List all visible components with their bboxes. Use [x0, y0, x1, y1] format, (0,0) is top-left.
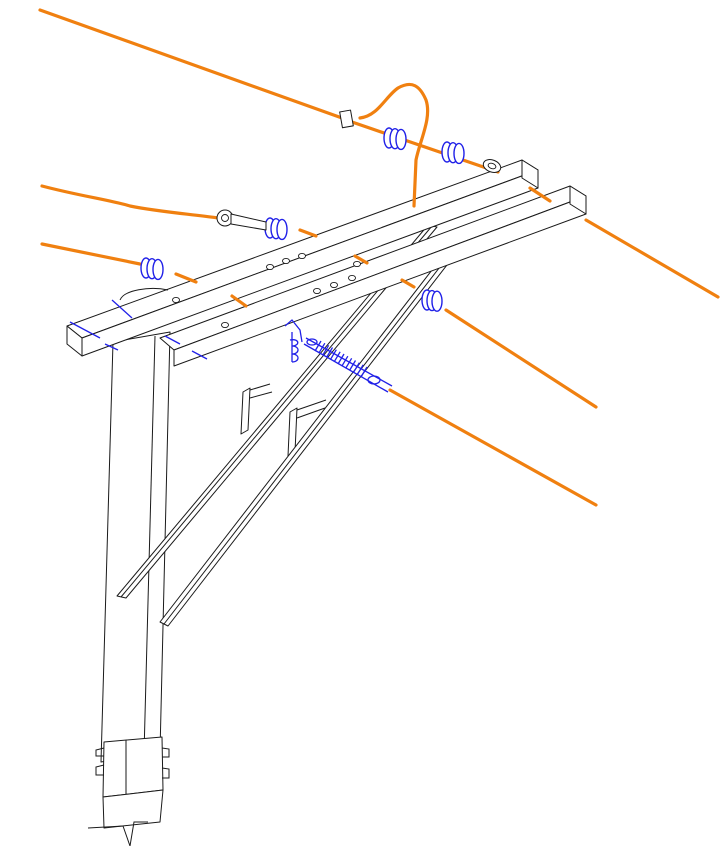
insulator-shed [337, 353, 345, 365]
arm-dropper-3 [400, 278, 416, 289]
feeder-stub-1 [298, 228, 318, 238]
disc-insulator-upper-left [383, 127, 407, 151]
lower-conductor-2 [388, 388, 598, 507]
strain-clamp-eye [487, 162, 497, 170]
bracket-rail-mid [296, 399, 327, 411]
insulator-shed [345, 357, 353, 369]
insulator-shed [329, 349, 337, 361]
insulator-shed [341, 355, 349, 367]
insulator-disc [431, 290, 443, 312]
bracket-post-left [240, 387, 251, 435]
bolt-hole [348, 274, 356, 282]
bolt-rod [191, 350, 208, 360]
insulator-shed [356, 364, 364, 376]
overhead-conductor-mid [350, 120, 500, 174]
insulator-disc [395, 128, 407, 151]
disc-insulator-upper-right [441, 141, 465, 165]
mast-ground-cut [87, 821, 148, 846]
insulator-shed [314, 340, 322, 352]
bolt-hole [282, 257, 290, 265]
bolt-hole [313, 287, 321, 295]
disc-insulator-feeder-1 [264, 217, 288, 241]
overhead-conductor-left [38, 8, 344, 120]
eye-tongue [230, 213, 267, 231]
bolt-hole [330, 281, 338, 289]
mast-flange-line [143, 335, 156, 755]
insulator-eye [367, 375, 381, 385]
lower-conductor-1 [444, 308, 598, 409]
conductor-clamps [216, 109, 502, 231]
arm-dropper-4 [230, 294, 248, 308]
bolt-hole [172, 296, 180, 304]
mast-foot [102, 789, 164, 829]
bracket-loop [119, 287, 169, 301]
bracket-rail-top [249, 383, 271, 391]
mast-base-clamp [102, 736, 164, 798]
insulator-disc [453, 142, 465, 165]
insulator-shed [348, 360, 357, 371]
conductors [38, 8, 720, 507]
disc-insulator-feeder-2 [140, 257, 164, 281]
feeder-conductor-2 [40, 242, 142, 266]
insulator-disc [152, 258, 164, 281]
insulator-shed [352, 362, 360, 374]
hanger-bracket [284, 319, 303, 343]
clamp-tab-left-lower [95, 764, 105, 776]
clamp-tab-right-upper [161, 747, 170, 758]
insulator-shed [322, 344, 330, 356]
jumper-loop [358, 82, 430, 208]
insulator-shed [333, 351, 341, 363]
bolt-rod [111, 299, 133, 319]
bolt-hole [353, 260, 361, 268]
horizontal-insulator-sheds [314, 340, 368, 378]
return-conductor [584, 218, 720, 299]
bolt-rod [164, 335, 181, 345]
arm-dropper-1 [528, 186, 552, 203]
front-arm-far-cap [521, 159, 539, 189]
conductor-splice-clamp [339, 109, 354, 129]
hanger-coil [289, 339, 299, 363]
bolt-hole [221, 321, 229, 329]
front-cross-arm [66, 159, 539, 357]
disc-insulator-lower [421, 289, 443, 312]
lower-bracket [240, 383, 327, 457]
insulator-disc [276, 218, 288, 241]
mast [87, 331, 171, 846]
rear-cross-arm [159, 185, 587, 367]
bolt-rod [69, 321, 101, 339]
insulator-shed [318, 342, 326, 354]
eye-end-hole [221, 214, 229, 222]
bracket-rail-top-2 [249, 391, 273, 399]
arm-dropper-2 [353, 254, 369, 265]
insulator-shed [360, 366, 368, 378]
bolts-and-fittings [69, 287, 393, 393]
feeder-stub-2 [174, 272, 198, 284]
rear-arm-end-cap [569, 185, 587, 215]
bracket-rail-mid-2 [296, 407, 326, 419]
bolt-holes [172, 252, 361, 329]
clamp-tab-right-lower [161, 767, 170, 779]
bolt-hole [266, 263, 274, 271]
clamp-tab-left-upper [95, 747, 105, 757]
bolt-hole [298, 252, 306, 260]
disc-insulators [140, 127, 465, 312]
insulator-shed [325, 347, 334, 358]
feeder-conductor-1 [40, 184, 220, 220]
bolt-rod [104, 343, 119, 351]
front-arm-end-cap [66, 325, 83, 357]
insulator-eye [306, 338, 318, 346]
rear-strut-edge [163, 227, 471, 625]
